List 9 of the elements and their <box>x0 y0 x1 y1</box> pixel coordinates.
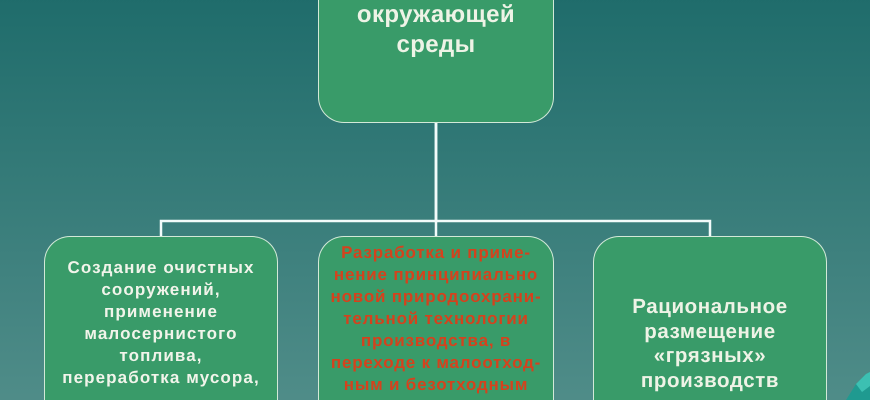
process-box <box>318 0 554 123</box>
box-text: Создание очистных сооружений, применение малосернистого топлива, переработка мусора, <box>61 257 261 389</box>
box-text: окружающей среды <box>356 0 516 60</box>
process-box <box>318 236 554 400</box>
process-box <box>593 236 827 400</box>
box-text: Рациональное размещение «грязных» производств <box>631 295 789 393</box>
process-box <box>44 236 278 400</box>
connector-line <box>434 123 712 236</box>
box-text: Разработка и приме- нение принципиально новой природоохрани- тельной технологии производства, в переходе к малоотход- ным и безотходным <box>330 242 542 396</box>
